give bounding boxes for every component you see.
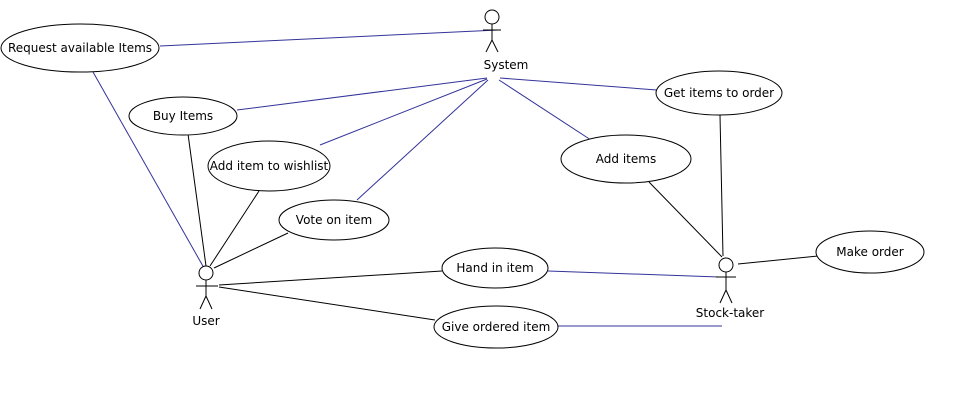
- actor-associations: [92, 71, 819, 327]
- use-case-give-ordered[interactable]: Give ordered item: [433, 305, 559, 349]
- use-case-make-order[interactable]: Make order: [815, 230, 925, 274]
- system-associations: [159, 29, 658, 201]
- actor-stock-taker[interactable]: Stock-taker: [696, 257, 765, 320]
- assoc-user-give-ordered: [218, 286, 436, 321]
- use-case-add-wishlist[interactable]: Add item to wishlist: [207, 140, 331, 192]
- assoc-system-buy-items: [236, 77, 488, 111]
- assoc-user-add-wishlist: [209, 190, 260, 267]
- use-case-label: Add item to wishlist: [210, 159, 329, 173]
- assoc-user-hand-in: [218, 270, 443, 286]
- assoc-user-buy-items: [187, 133, 207, 267]
- assoc-system-get-items: [499, 77, 658, 91]
- stick-figure-icon: [483, 9, 501, 53]
- assoc-stocktaker-add-items: [648, 181, 723, 258]
- use-case-hand-in[interactable]: Hand in item: [441, 247, 549, 289]
- use-case-label: Give ordered item: [442, 320, 551, 334]
- assoc-system-add-items: [498, 79, 595, 143]
- use-case-label: Vote on item: [296, 213, 372, 227]
- use-case-add-items[interactable]: Add items: [560, 134, 692, 184]
- assoc-user-vote: [213, 232, 289, 269]
- assoc-stocktaker-get-items: [719, 114, 724, 257]
- use-case-label: Make order: [836, 245, 903, 259]
- assoc-stocktaker-hand-in: [547, 270, 720, 278]
- assoc-stocktaker-make-order: [737, 255, 819, 265]
- use-case-buy-items[interactable]: Buy Items: [128, 96, 238, 136]
- actor-user[interactable]: User: [192, 265, 220, 328]
- assoc-system-request-items: [159, 29, 499, 47]
- assoc-user-request-items: [92, 71, 205, 269]
- stick-figure-icon: [196, 265, 218, 310]
- use-case-label: Request available Items: [8, 41, 152, 55]
- stick-figure-icon: [716, 257, 736, 304]
- use-case-label: Buy Items: [153, 109, 213, 123]
- assoc-system-add-wishlist: [319, 78, 488, 146]
- assoc-system-vote: [356, 79, 489, 201]
- actor-label: Stock-taker: [696, 306, 765, 320]
- actor-system[interactable]: System: [483, 9, 529, 72]
- actor-label: System: [484, 58, 529, 72]
- use-case-label: Get items to order: [664, 86, 774, 100]
- use-case-request-items[interactable]: Request available Items: [0, 23, 160, 73]
- actor-label: User: [192, 314, 219, 328]
- use-case-vote[interactable]: Vote on item: [278, 199, 390, 241]
- use-case-label: Add items: [596, 152, 656, 166]
- use-case-label: Hand in item: [456, 261, 533, 275]
- use-case-get-items[interactable]: Get items to order: [655, 70, 783, 116]
